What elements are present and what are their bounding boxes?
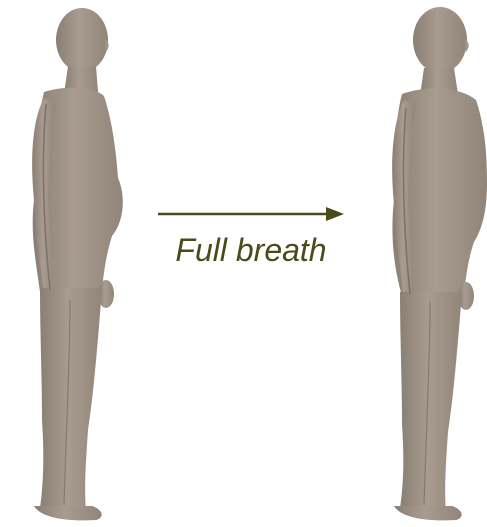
body-figure-before (0, 0, 150, 527)
caption-label: Full breath (146, 230, 356, 270)
body-figure-after (380, 0, 487, 527)
arrow-right-icon (156, 204, 346, 224)
